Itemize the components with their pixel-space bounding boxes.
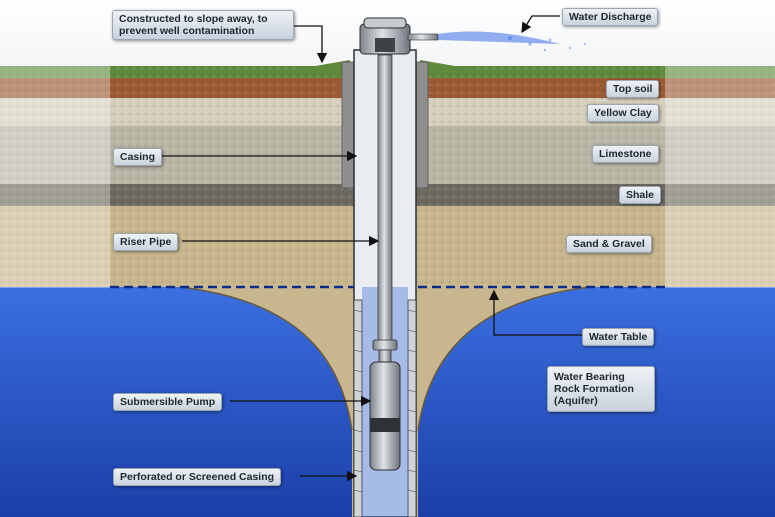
leader-discharge <box>521 15 560 34</box>
label-water-discharge: Water Discharge <box>562 8 659 26</box>
riser-pipe <box>377 54 393 346</box>
label-water-table: Water Table <box>582 328 655 346</box>
pump-coupling <box>372 339 398 351</box>
submersible-pump <box>369 361 401 471</box>
discharge-pipe <box>407 33 439 41</box>
grout-mound <box>292 60 350 76</box>
label-shale: Shale <box>619 186 662 204</box>
leader-slope <box>288 25 328 64</box>
label-slope: Constructed to slope away, to prevent we… <box>112 10 294 40</box>
label-casing: Casing <box>113 148 163 166</box>
label-yellow-clay: Yellow Clay <box>587 104 659 122</box>
label-riser-pipe: Riser Pipe <box>113 233 179 251</box>
label-submersible-pump: Submersible Pump <box>113 393 223 411</box>
label-screened-casing: Perforated or Screened Casing <box>113 468 282 486</box>
leader-water-table <box>488 289 582 336</box>
label-aquifer: Water Bearing Rock Formation (Aquifer) <box>547 366 655 412</box>
label-topsoil: Top soil <box>606 80 660 98</box>
screened-casing <box>353 299 363 517</box>
water-spray <box>438 31 560 44</box>
label-sand-gravel: Sand & Gravel <box>566 235 652 253</box>
label-limestone: Limestone <box>592 145 659 163</box>
